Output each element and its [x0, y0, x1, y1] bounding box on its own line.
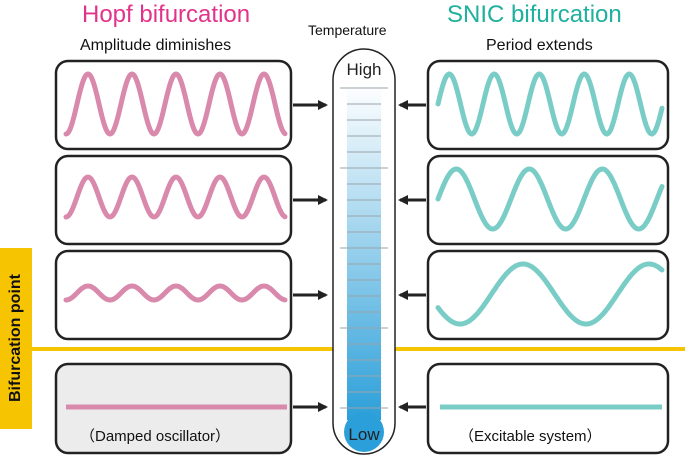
excitable-system-label: （Excitable system）	[459, 428, 602, 445]
damped-oscillator-label: （Damped oscillator）	[80, 428, 231, 445]
snic-wave-long-period	[435, 261, 665, 327]
hopf-wave-medium	[63, 174, 288, 220]
snic-wave-short-period	[435, 71, 665, 137]
snic-subtitle: Period extends	[486, 37, 593, 54]
snic-wave-medium-period	[435, 166, 665, 232]
hopf-title: Hopf bifurcation	[82, 1, 251, 28]
snic-box-low	[426, 249, 670, 341]
snic-title: SNIC bifurcation	[447, 1, 622, 28]
thermometer-tube	[347, 84, 381, 420]
thermometer-low-label: Low	[348, 425, 380, 444]
temperature-label: Temperature	[308, 22, 387, 38]
bifurcation-point-tag	[0, 248, 32, 429]
thermometer-high-label: High	[347, 60, 382, 79]
hopf-wave-small	[63, 283, 288, 303]
hopf-wave-large	[63, 71, 288, 137]
thermometer-bulb	[344, 412, 384, 452]
hopf-box-low	[54, 249, 293, 341]
hopf-box-mid	[54, 154, 293, 246]
thermometer-ticks	[340, 87, 388, 409]
hopf-subtitle: Amplitude diminishes	[80, 37, 232, 54]
